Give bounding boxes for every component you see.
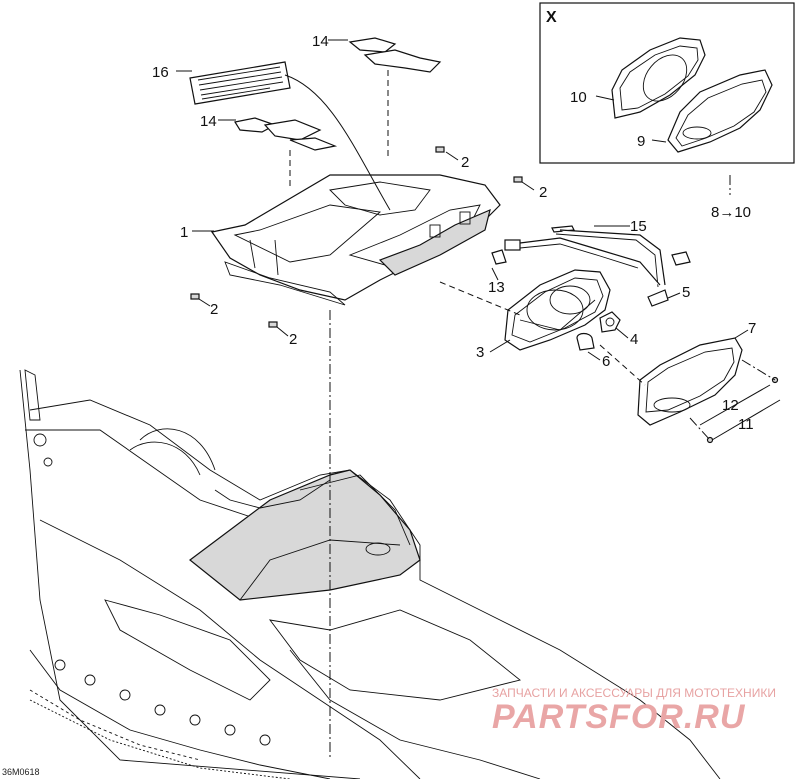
callout-11: 11 — [738, 416, 754, 433]
inset-x-label: X — [546, 9, 557, 26]
wiring-harness — [491, 225, 691, 307]
tail-lens — [637, 337, 743, 426]
warning-decal — [189, 61, 391, 211]
callout-1: 1 — [180, 224, 188, 241]
callout-9: 9 — [637, 133, 645, 150]
callout-14-top: 14 — [312, 33, 329, 50]
watermark-tagline: ЗАПЧАСТИ И АКСЕССУАРЫ ДЛЯ МОТОТЕХНИКИ — [492, 686, 776, 700]
callout-8-to-10: 8→10 — [711, 204, 751, 221]
callout-2-d: 2 — [289, 331, 297, 348]
callout-2-b: 2 — [539, 184, 547, 201]
callout-labels: X 16 14 14 1 2 2 2 2 15 13 5 3 4 6 7 12 … — [152, 9, 756, 433]
explode-lines — [289, 70, 731, 760]
callout-14-left: 14 — [200, 113, 217, 130]
callout-2-a: 2 — [461, 154, 469, 171]
callout-7: 7 — [748, 320, 756, 337]
callout-6: 6 — [602, 353, 610, 370]
callout-16: 16 — [152, 64, 169, 81]
watermark: ЗАПЧАСТИ И АКСЕССУАРЫ ДЛЯ МОТОТЕХНИКИ PA… — [492, 686, 776, 736]
snowmobile-body — [19, 369, 721, 779]
callout-13: 13 — [488, 279, 505, 296]
callout-3: 3 — [476, 344, 484, 361]
inset-box — [539, 2, 795, 164]
drawing-code: 36M0618 — [2, 767, 40, 777]
console-assembly — [210, 174, 501, 306]
lens-fasteners — [689, 359, 781, 444]
watermark-brand: PARTSFOR.RU — [492, 698, 746, 736]
screws — [190, 146, 523, 328]
bulb-socket — [576, 311, 621, 351]
callout-12: 12 — [722, 397, 739, 414]
callout-2-c: 2 — [210, 301, 218, 318]
callout-10: 10 — [570, 89, 587, 106]
callout-15: 15 — [630, 218, 647, 235]
leader-lines — [176, 39, 749, 361]
callout-4: 4 — [630, 331, 638, 348]
tail-light-housing — [504, 269, 611, 351]
seat-pads — [234, 37, 442, 151]
callout-5: 5 — [682, 284, 690, 301]
